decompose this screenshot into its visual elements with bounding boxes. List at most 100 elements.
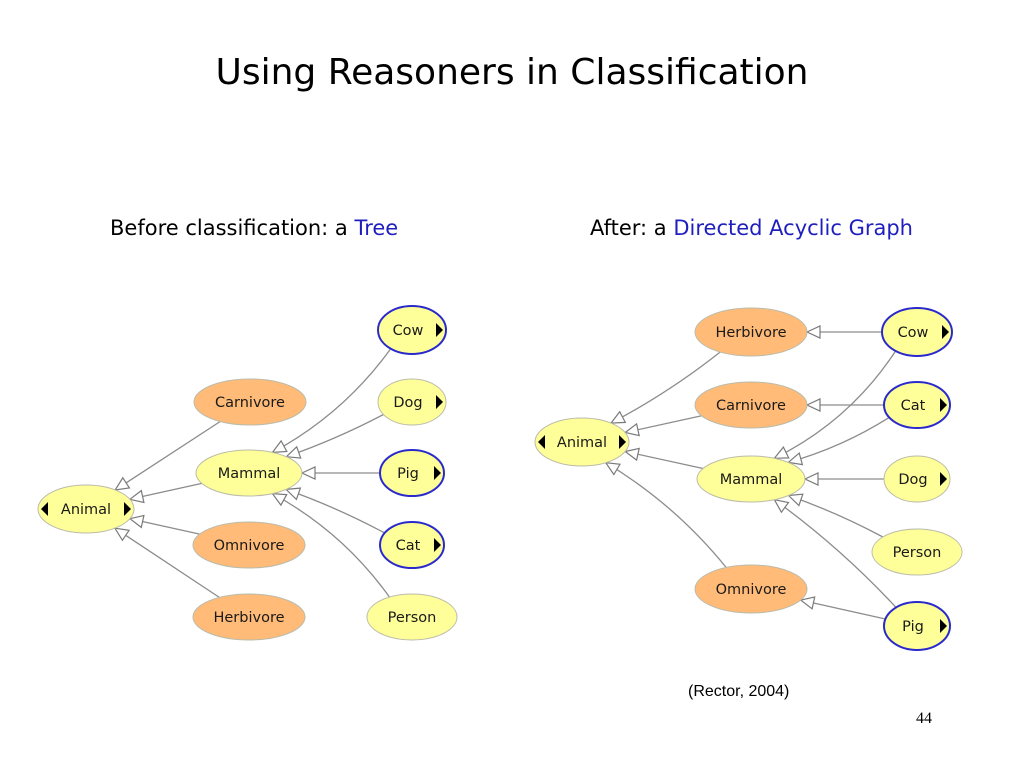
node-omnivore[interactable]: Omnivore <box>192 521 306 569</box>
expand-left-icon[interactable] <box>41 502 48 516</box>
node-herbivore[interactable]: Herbivore <box>192 593 306 641</box>
node-label: Herbivore <box>715 325 786 341</box>
expand-right-icon[interactable] <box>940 398 947 412</box>
node-label: Mammal <box>720 472 783 488</box>
citation: (Rector, 2004) <box>688 683 790 700</box>
expand-left-icon[interactable] <box>538 435 545 449</box>
arrowhead-icon <box>773 445 790 459</box>
before-caption-highlight: Tree <box>354 216 399 240</box>
before-caption: Before classification: a Tree <box>110 216 398 240</box>
node-label: Pig <box>902 619 924 635</box>
expand-right-icon[interactable] <box>436 395 443 409</box>
node-animal[interactable]: Animal <box>37 484 135 534</box>
after-caption-prefix: After: a <box>590 216 674 240</box>
node-person[interactable]: Person <box>366 593 458 641</box>
node-dog[interactable]: Dog <box>883 455 951 503</box>
arrowhead-icon <box>609 410 627 424</box>
node-pig[interactable]: Pig <box>379 449 445 497</box>
edge-pig-to-mammal <box>774 499 897 608</box>
arrowhead-icon <box>284 487 302 501</box>
edge-person-to-mammal <box>272 493 391 598</box>
page-number: 44 <box>916 710 932 727</box>
arrowhead-icon <box>271 439 288 454</box>
arrowhead-icon <box>805 325 821 339</box>
node-cow[interactable]: Cow <box>377 305 447 355</box>
edge-omnivore-to-animal <box>605 462 727 568</box>
after-caption: After: a Directed Acyclic Graph <box>590 216 913 240</box>
node-label: Carnivore <box>716 398 786 414</box>
node-omnivore[interactable]: Omnivore <box>694 564 808 614</box>
node-dog[interactable]: Dog <box>377 378 447 426</box>
node-ellipse <box>694 307 808 357</box>
expand-right-icon[interactable] <box>940 472 947 486</box>
node-ellipse <box>883 601 951 651</box>
edge-carnivore-to-animal <box>114 420 221 491</box>
node-label: Mammal <box>218 466 281 482</box>
expand-right-icon[interactable] <box>434 466 441 480</box>
node-label: Omnivore <box>214 538 285 554</box>
edge-herbivore-to-animal <box>114 527 220 599</box>
node-ellipse <box>377 378 447 426</box>
node-ellipse <box>192 593 306 641</box>
node-label: Carnivore <box>215 395 285 411</box>
node-cat[interactable]: Cat <box>379 521 445 569</box>
node-label: Dog <box>898 472 927 488</box>
node-ellipse <box>366 593 458 641</box>
node-cow[interactable]: Cow <box>881 307 953 357</box>
expand-right-icon[interactable] <box>940 619 947 633</box>
node-label: Cat <box>396 538 421 554</box>
node-mammal[interactable]: Mammal <box>195 449 303 497</box>
node-animal[interactable]: Animal <box>534 417 630 467</box>
node-ellipse <box>883 455 951 503</box>
node-ellipse <box>195 449 303 497</box>
after-caption-highlight: Directed Acyclic Graph <box>673 216 913 240</box>
edge-person-to-mammal <box>788 494 884 538</box>
arrowhead-icon <box>787 493 804 507</box>
node-label: Dog <box>393 395 422 411</box>
node-ellipse <box>379 521 445 569</box>
node-carnivore[interactable]: Carnivore <box>694 381 808 429</box>
node-mammal[interactable]: Mammal <box>696 455 806 503</box>
expand-right-icon[interactable] <box>942 325 949 339</box>
node-ellipse <box>377 305 447 355</box>
node-label: Cow <box>393 323 424 339</box>
node-ellipse <box>534 417 630 467</box>
before-caption-prefix: Before classification: a <box>110 216 355 240</box>
node-label: Animal <box>61 502 111 518</box>
node-ellipse <box>694 381 808 429</box>
arrowhead-icon <box>128 489 145 504</box>
arrowhead-icon <box>128 514 145 529</box>
node-ellipse <box>881 307 953 357</box>
arrowhead-icon <box>786 452 804 466</box>
node-pig[interactable]: Pig <box>883 601 951 651</box>
node-ellipse <box>193 378 307 426</box>
arrowhead-icon <box>773 498 790 514</box>
expand-right-icon[interactable] <box>434 538 441 552</box>
node-label: Herbivore <box>213 610 284 626</box>
node-ellipse <box>694 564 808 614</box>
edge-cow-to-mammal <box>774 350 897 459</box>
node-carnivore[interactable]: Carnivore <box>193 378 307 426</box>
node-person[interactable]: Person <box>871 528 963 576</box>
arrowhead-icon <box>285 445 302 459</box>
node-label: Cat <box>901 398 926 414</box>
arrowhead-icon <box>300 466 316 480</box>
arrowhead-icon <box>113 527 131 542</box>
expand-right-icon[interactable] <box>619 435 626 449</box>
expand-right-icon[interactable] <box>124 502 131 516</box>
arrowhead-icon <box>114 476 131 491</box>
expand-right-icon[interactable] <box>436 323 443 337</box>
arrowhead-icon <box>271 492 288 507</box>
arrowhead-icon <box>803 472 819 486</box>
node-label: Person <box>893 545 942 561</box>
arrowhead-icon <box>604 461 622 476</box>
node-cat[interactable]: Cat <box>883 381 951 429</box>
node-herbivore[interactable]: Herbivore <box>694 307 808 357</box>
edge-herbivore-to-animal <box>610 351 721 424</box>
slide-title: Using Reasoners in Classification <box>215 52 809 93</box>
arrowhead-icon <box>805 398 821 412</box>
edge-cat-to-mammal <box>788 416 890 464</box>
